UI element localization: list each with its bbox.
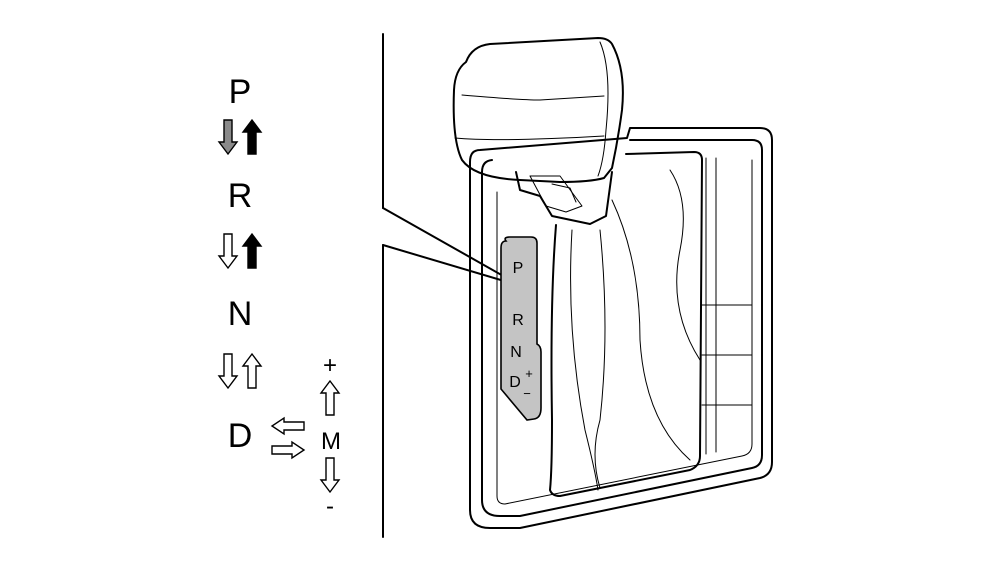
arrow-right-outline-icon xyxy=(271,441,305,459)
console-inner-trim xyxy=(496,159,753,505)
r-to-n-arrows xyxy=(218,233,262,269)
manual-plus-label: + xyxy=(323,352,337,379)
callout-leader-lower xyxy=(382,244,522,287)
shift-boot xyxy=(549,151,703,497)
boot-fold-line-4 xyxy=(669,169,701,361)
arrow-up-filled-icon xyxy=(242,233,262,269)
boot-fold-line-1 xyxy=(570,229,599,491)
knob-seam-top xyxy=(461,94,605,101)
console-outer-bezel xyxy=(469,127,773,529)
console-inner-bezel xyxy=(481,139,763,517)
p-to-r-arrows xyxy=(218,119,262,155)
arrow-up-outline-icon xyxy=(242,353,262,389)
gate-plate xyxy=(500,236,542,421)
legend-gear-n: N xyxy=(228,295,253,333)
gate-label-r: R xyxy=(512,312,524,329)
shift-release-button xyxy=(529,175,583,213)
release-button-detail xyxy=(551,183,577,203)
boot-fold-line-2 xyxy=(594,229,606,489)
callout-divider xyxy=(382,33,522,538)
boot-fold-line-3 xyxy=(611,199,691,461)
shifter-console: P R N D + − xyxy=(452,37,773,529)
gear-legend: P R N D xyxy=(228,73,253,455)
gate-label-d: D xyxy=(509,374,521,391)
arrow-up-outline-icon xyxy=(320,380,340,416)
arrow-down-outline-icon xyxy=(218,233,238,269)
gate-label-minus: − xyxy=(523,386,531,401)
manual-minus-label: - xyxy=(326,493,334,520)
arrow-left-outline-icon xyxy=(271,417,305,435)
shift-knob xyxy=(452,37,624,183)
gate-label-p: P xyxy=(513,260,524,277)
arrow-down-shaded-icon xyxy=(218,119,238,155)
arrow-down-outline-icon xyxy=(320,457,340,493)
manual-mode-label: M xyxy=(321,428,341,455)
callout-leader-upper xyxy=(382,207,522,287)
gate-label-plus: + xyxy=(525,366,533,381)
knob-collar xyxy=(515,171,613,225)
knob-seam-bottom xyxy=(454,135,605,141)
n-to-d-arrows xyxy=(218,353,262,389)
legend-gear-p: P xyxy=(229,73,252,111)
knob-seam-side xyxy=(597,41,609,177)
legend-gear-r: R xyxy=(228,177,253,215)
manual-mode-legend: + M - xyxy=(320,352,341,520)
arrow-down-outline-icon xyxy=(218,353,238,389)
gate-label-n: N xyxy=(510,344,522,361)
d-to-m-arrows xyxy=(271,417,305,459)
legend-gear-d: D xyxy=(228,417,253,455)
arrow-up-filled-icon xyxy=(242,119,262,155)
